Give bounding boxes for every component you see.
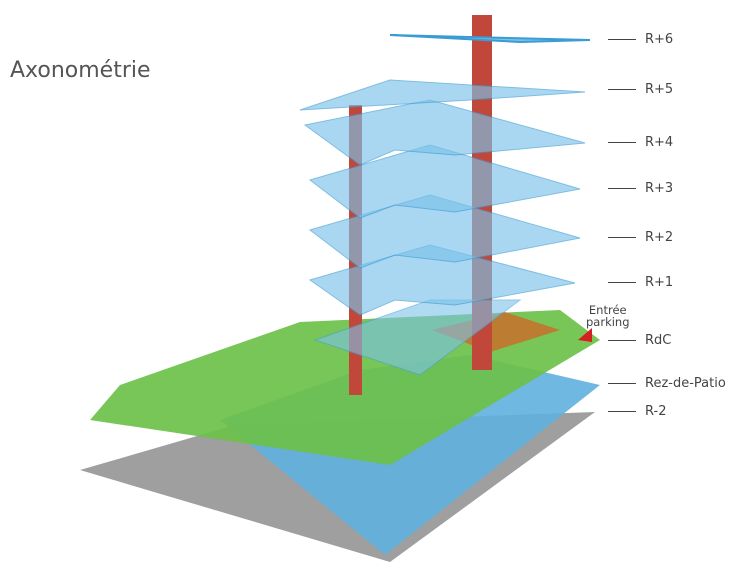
level-label-r5: R+5	[608, 82, 673, 97]
level-label-r-2: R-2	[608, 404, 666, 419]
slab-r+5	[299, 79, 586, 111]
entry-line1: Entrée	[588, 303, 627, 317]
level-text: RdC	[645, 333, 672, 348]
diagram-title: Axonométrie	[10, 58, 151, 83]
level-label-r6: R+6	[608, 32, 673, 47]
level-label-r2: R+2	[608, 230, 673, 245]
level-text: R+6	[645, 32, 674, 47]
level-text: R+5	[645, 82, 674, 97]
level-label-r1: R+1	[608, 275, 673, 290]
level-label-rdc: RdC	[608, 333, 671, 348]
level-text: R-2	[645, 404, 667, 419]
level-text: R+2	[645, 230, 674, 245]
slab-r+6	[389, 34, 591, 44]
level-text: R+4	[645, 135, 674, 150]
level-text: Rez-de-Patio	[645, 376, 726, 391]
entry-line2: parking	[586, 315, 630, 329]
parking-entry-icon	[578, 328, 592, 342]
level-label-r3: R+3	[608, 181, 673, 196]
level-label-rez-de-patio: Rez-de-Patio	[608, 376, 726, 391]
level-text: R+1	[645, 275, 674, 290]
parking-entry-label: Entrée parking	[586, 304, 630, 328]
level-text: R+3	[645, 181, 674, 196]
slab-rdc-upper	[313, 299, 522, 376]
level-label-r4: R+4	[608, 135, 673, 150]
